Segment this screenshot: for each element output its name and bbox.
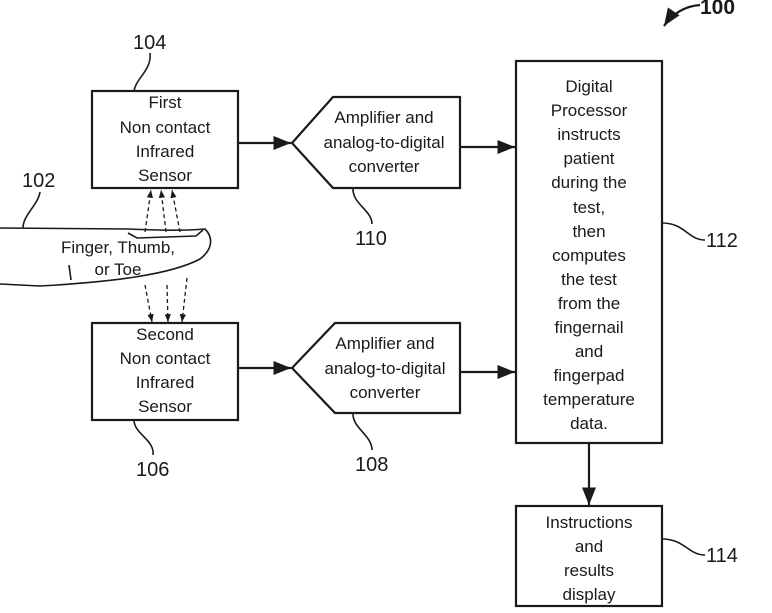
digital-processor-label-line: the test (561, 270, 617, 289)
second-sensor-label-line: Second (136, 325, 194, 344)
results-display-label-line: and (575, 537, 603, 556)
digital-processor-label-line: data. (570, 414, 608, 433)
amplifier-top-label-line: converter (349, 157, 420, 176)
ir-arrow-icon (145, 285, 152, 322)
first-sensor-label-line: Non contact (120, 118, 211, 137)
second-sensor-ref: 106 (136, 459, 169, 481)
results-display-ref: 114 (706, 545, 738, 567)
results-display-label-line: results (564, 561, 614, 580)
digital-processor-label-line: fingernail (555, 318, 624, 337)
ir-arrow-icon (145, 190, 151, 232)
second-sensor-label-line: Non contact (120, 349, 211, 368)
finger-leader-line (23, 192, 40, 228)
digital-processor: DigitalProcessor instructs patient during t… (516, 61, 738, 443)
ir-arrow-icon (182, 278, 187, 322)
amplifier-top-ref: 110 (355, 228, 387, 250)
digital-processor-label-line: during the (551, 173, 627, 192)
amplifier-top-label-line: analog-to-digital (324, 133, 445, 152)
amplifier-bottom: Amplifier and analog-to-digital converte… (292, 323, 460, 476)
ir-signals-lower (145, 278, 187, 322)
ir-arrow-icon (172, 190, 180, 232)
amplifier-top-label-line: Amplifier and (334, 108, 433, 127)
second-sensor-label-line: Infrared (136, 373, 195, 392)
first-sensor-leader-line (134, 53, 150, 91)
results-display: Instructions and results display 114 (516, 506, 738, 606)
amplifier-top-leader-line (353, 188, 372, 224)
digital-processor-label-line: fingerpad (554, 366, 625, 385)
finger-crease (69, 265, 71, 280)
first-sensor-ref: 104 (133, 32, 166, 54)
digital-processor-leader-line (662, 223, 705, 240)
figure-ref-100: 100 (664, 0, 735, 26)
digital-processor-label-line: temperature (543, 390, 635, 409)
ir-arrow-icon (161, 190, 166, 232)
first-sensor-label-line: Sensor (138, 166, 192, 185)
first-sensor-label-line: First (148, 93, 181, 112)
results-display-label-line: display (563, 585, 616, 604)
figure-ref-label: 100 (700, 0, 735, 19)
digital-processor-label-line: then (572, 222, 605, 241)
second-sensor: Second Non contact Infrared Sensor 106 (92, 323, 238, 481)
results-display-label-line: Instructions (546, 513, 633, 532)
finger-label-line: Finger, Thumb, (61, 238, 175, 257)
second-sensor-label-line: Sensor (138, 397, 192, 416)
amplifier-bottom-label-line: Amplifier and (335, 334, 434, 353)
first-sensor-label-line: Infrared (136, 142, 195, 161)
ir-signals-upper (145, 190, 180, 232)
finger-label-line: or Toe (95, 260, 142, 279)
digital-processor-label-line: patient (563, 149, 614, 168)
results-display-leader-line (662, 539, 705, 555)
digital-processor-label-line: test, (573, 198, 605, 217)
digital-processor-label-line: computes (552, 246, 626, 265)
amplifier-bottom-ref: 108 (355, 454, 388, 476)
second-sensor-leader-line (134, 420, 153, 455)
digital-processor-label-line: Digital (565, 77, 612, 96)
ir-arrow-icon (167, 285, 168, 322)
amplifier-top: Amplifier and analog-to-digital converte… (292, 97, 460, 250)
digital-processor-label-line: and (575, 342, 603, 361)
amplifier-bottom-label-line: analog-to-digital (325, 359, 446, 378)
first-sensor: First Non contact Infrared Sensor 104 (92, 32, 238, 188)
digital-processor-label-line: Processor (551, 101, 628, 120)
amplifier-bottom-label-line: converter (350, 383, 421, 402)
figure-ref-arrow-icon (664, 5, 700, 26)
finger-ref: 102 (22, 170, 55, 192)
amplifier-bottom-leader-line (353, 413, 372, 450)
digital-processor-label-line: instructs (557, 125, 620, 144)
digital-processor-label-line: from the (558, 294, 620, 313)
digital-processor-ref: 112 (706, 230, 738, 252)
